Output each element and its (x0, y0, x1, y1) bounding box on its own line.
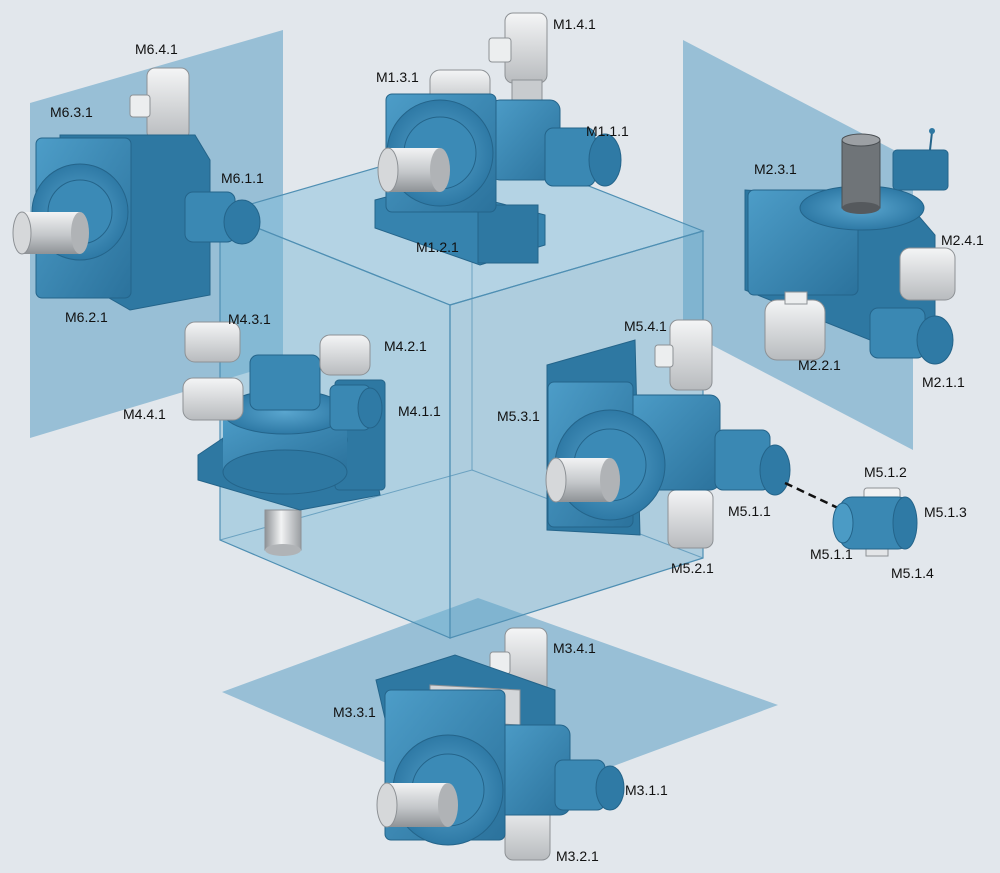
label-m6-2-1: M6.2.1 (65, 309, 108, 325)
gearbox-m6 (12, 67, 261, 311)
label-m4-1-1: M4.1.1 (398, 403, 441, 419)
label-m3-1-1: M3.1.1 (625, 782, 668, 798)
label-m3-4-1: M3.4.1 (553, 640, 596, 656)
detail-connector-line (784, 481, 839, 510)
label-m1-1-1: M1.1.1 (586, 123, 629, 139)
label-m4-3-1: M4.3.1 (228, 311, 271, 327)
detail-motor-m5-1 (832, 487, 918, 557)
label-m2-2-1: M2.2.1 (798, 357, 841, 373)
gearbox-m1 (374, 12, 622, 266)
label-m3-2-1: M3.2.1 (556, 848, 599, 864)
label-m5-3-1: M5.3.1 (497, 408, 540, 424)
label-m1-2-1: M1.2.1 (416, 239, 459, 255)
label-m6-1-1: M6.1.1 (221, 170, 264, 186)
label-m5-1-3: M5.1.3 (924, 504, 967, 520)
label-m5-4-1: M5.4.1 (624, 318, 667, 334)
label-m3-3-1: M3.3.1 (333, 704, 376, 720)
label-m5-1-4: M5.1.4 (891, 565, 934, 581)
label-m4-2-1: M4.2.1 (384, 338, 427, 354)
gearbox-m4 (182, 321, 386, 556)
label-m5-1-2: M5.1.2 (864, 464, 907, 480)
label-m5-1-1: M5.1.1 (728, 503, 771, 519)
label-m2-1-1: M2.1.1 (922, 374, 965, 390)
label-m4-4-1: M4.4.1 (123, 406, 166, 422)
label-m1-3-1: M1.3.1 (376, 69, 419, 85)
label-m1-4-1: M1.4.1 (553, 16, 596, 32)
label-m5-1-1-detail: M5.1.1 (810, 546, 853, 562)
gearbox-m3 (375, 627, 625, 861)
label-m5-2-1: M5.2.1 (671, 560, 714, 576)
gearbox-m5 (545, 319, 791, 549)
label-m2-4-1: M2.4.1 (941, 232, 984, 248)
label-m6-4-1: M6.4.1 (135, 41, 178, 57)
gearbox-m2 (744, 128, 956, 365)
label-m2-3-1: M2.3.1 (754, 161, 797, 177)
label-m6-3-1: M6.3.1 (50, 104, 93, 120)
